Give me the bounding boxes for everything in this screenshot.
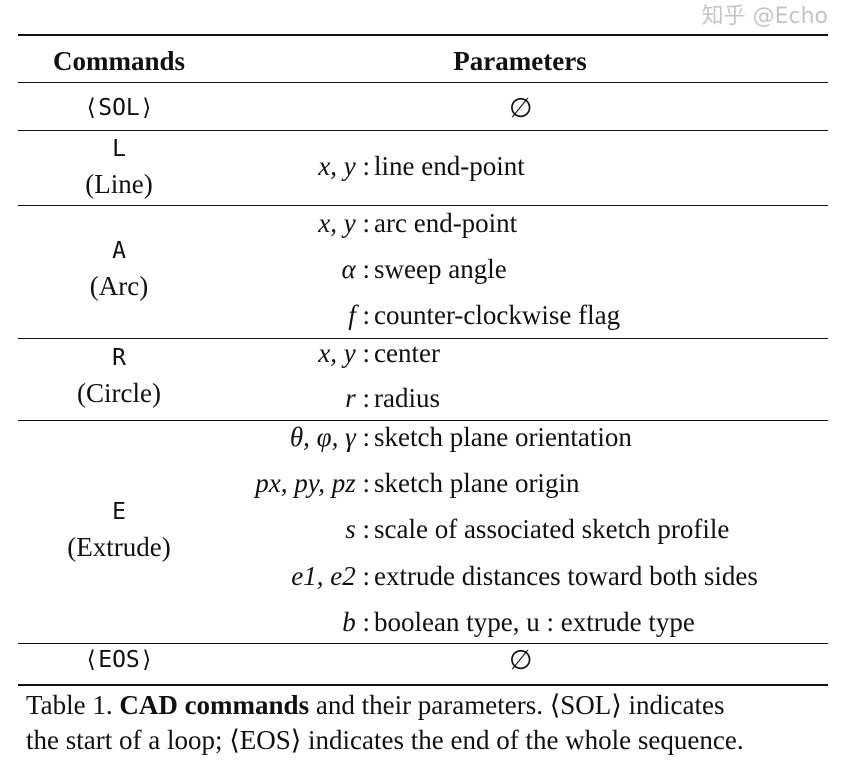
param-desc: extrude distances toward both sides (374, 561, 758, 591)
caption-line-2: the start of a loop; ⟨EOS⟩ indicates the… (26, 725, 744, 755)
row-divider (18, 643, 828, 644)
param-desc: radius (374, 383, 440, 413)
caption-line-1: Table 1. CAD commands and their paramete… (26, 688, 725, 722)
param-desc: scale of associated sketch profile (374, 514, 730, 544)
row-divider (18, 338, 828, 339)
header-rule (18, 82, 828, 83)
top-rule (18, 34, 828, 36)
param-symbol: s : (345, 514, 370, 544)
param-desc: sketch plane origin (374, 468, 580, 498)
param-desc: center (374, 338, 440, 368)
param-symbol: x, y : (318, 151, 370, 181)
caption-label: Table 1. (26, 690, 113, 720)
param-symbol: r : (345, 383, 370, 413)
command-code: A (112, 238, 126, 264)
row-divider (18, 420, 828, 421)
command-name: (Line) (85, 169, 153, 199)
param-symbol: x, y : (318, 338, 370, 368)
command-sol: ⟨SOL⟩ (84, 95, 154, 121)
param-symbol: α : (341, 254, 370, 284)
caption-bold: CAD commands (119, 690, 310, 720)
param-empty-set: ∅ (509, 93, 533, 123)
bottom-rule (18, 684, 828, 686)
param-desc: sweep angle (374, 254, 507, 284)
command-code: L (112, 136, 126, 162)
caption-text: and their parameters. ⟨SOL⟩ indicates (309, 690, 725, 720)
param-desc: boolean type, u : extrude type (374, 607, 695, 637)
command-code: R (112, 345, 126, 371)
header-parameters: Parameters (453, 46, 587, 76)
param-desc: arc end-point (374, 208, 518, 238)
header-commands: Commands (52, 46, 186, 76)
command-name: (Extrude) (67, 532, 171, 562)
command-name: (Arc) (89, 271, 149, 301)
command-eos: ⟨EOS⟩ (84, 647, 154, 673)
param-desc: sketch plane orientation (374, 422, 632, 452)
param-desc: counter-clockwise flag (374, 300, 621, 330)
param-symbol: e1, e2 : (291, 561, 370, 591)
param-symbol: f : (348, 300, 370, 330)
param-desc: line end-point (374, 151, 525, 181)
command-name: (Circle) (77, 378, 161, 408)
param-symbol: b : (342, 607, 370, 637)
row-divider (18, 205, 828, 206)
param-symbol: x, y : (318, 208, 370, 238)
param-symbol: θ, φ, γ : (289, 422, 370, 452)
row-divider (18, 130, 828, 131)
command-code: E (112, 499, 126, 525)
param-symbol: px, py, pz : (255, 468, 370, 498)
param-empty-set: ∅ (509, 645, 533, 675)
watermark: 知乎 @Echo (701, 4, 828, 29)
